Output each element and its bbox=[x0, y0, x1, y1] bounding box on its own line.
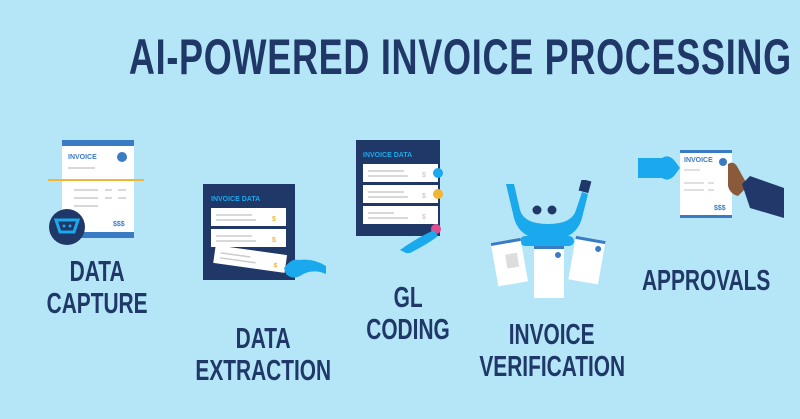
label-line: DATA bbox=[235, 323, 291, 355]
panel-title: INVOICE DATA bbox=[211, 196, 260, 203]
svg-text:$: $ bbox=[273, 262, 278, 269]
label-line: EXTRACTION bbox=[195, 355, 331, 387]
step-label-approvals: APPROVALS bbox=[586, 265, 800, 297]
robot-icon bbox=[506, 184, 588, 240]
label-line: INVOICE bbox=[509, 319, 595, 351]
label-line: APPROVALS bbox=[641, 265, 771, 297]
step-label-invoice-verification: INVOICE VERIFICATION bbox=[432, 319, 672, 383]
label-line: GL bbox=[393, 282, 423, 314]
label-line: CAPTURE bbox=[46, 288, 148, 320]
step-label-data-capture: DATA CAPTURE bbox=[0, 256, 217, 320]
approvals-illustration: INVOICE $$$ bbox=[638, 150, 784, 218]
suit-sleeve bbox=[742, 176, 784, 218]
gl-coding-illustration: INVOICE DATA $ $ $ bbox=[356, 140, 443, 253]
data-capture-illustration: INVOICE $$$ bbox=[48, 140, 144, 245]
svg-text:$: $ bbox=[422, 214, 426, 221]
panel-title: INVOICE DATA bbox=[363, 152, 412, 159]
star-badge-icon bbox=[433, 168, 443, 178]
robot-arm bbox=[284, 259, 326, 278]
step-label-gl-coding: GL CODING bbox=[288, 282, 528, 346]
data-extraction-illustration: INVOICE DATA $ $ $ bbox=[203, 184, 326, 280]
robot-icon bbox=[49, 209, 85, 245]
label-line: VERIFICATION bbox=[479, 351, 625, 383]
doc-amount: $$$ bbox=[714, 205, 726, 212]
robot-arm bbox=[638, 156, 680, 180]
svg-text:$: $ bbox=[422, 193, 426, 200]
doc-title: INVOICE bbox=[684, 157, 713, 164]
robot-arm bbox=[400, 230, 438, 253]
svg-text:$: $ bbox=[272, 237, 276, 244]
doc-title: INVOICE bbox=[68, 154, 97, 161]
title-text: AI-POWERED INVOICE PROCESSING bbox=[128, 29, 792, 85]
page-title: AI-POWERED INVOICE PROCESSING bbox=[0, 28, 800, 86]
currency: $ bbox=[422, 172, 426, 179]
label-line: CODING bbox=[366, 314, 450, 346]
alert-badge-icon bbox=[433, 189, 443, 199]
doc-amount: $$$ bbox=[113, 221, 125, 228]
invoice-verification-illustration bbox=[490, 180, 606, 298]
step-label-data-extraction: DATA EXTRACTION bbox=[143, 323, 383, 387]
currency: $ bbox=[272, 216, 276, 223]
human-hand bbox=[728, 162, 748, 196]
label-line: DATA bbox=[69, 256, 125, 288]
